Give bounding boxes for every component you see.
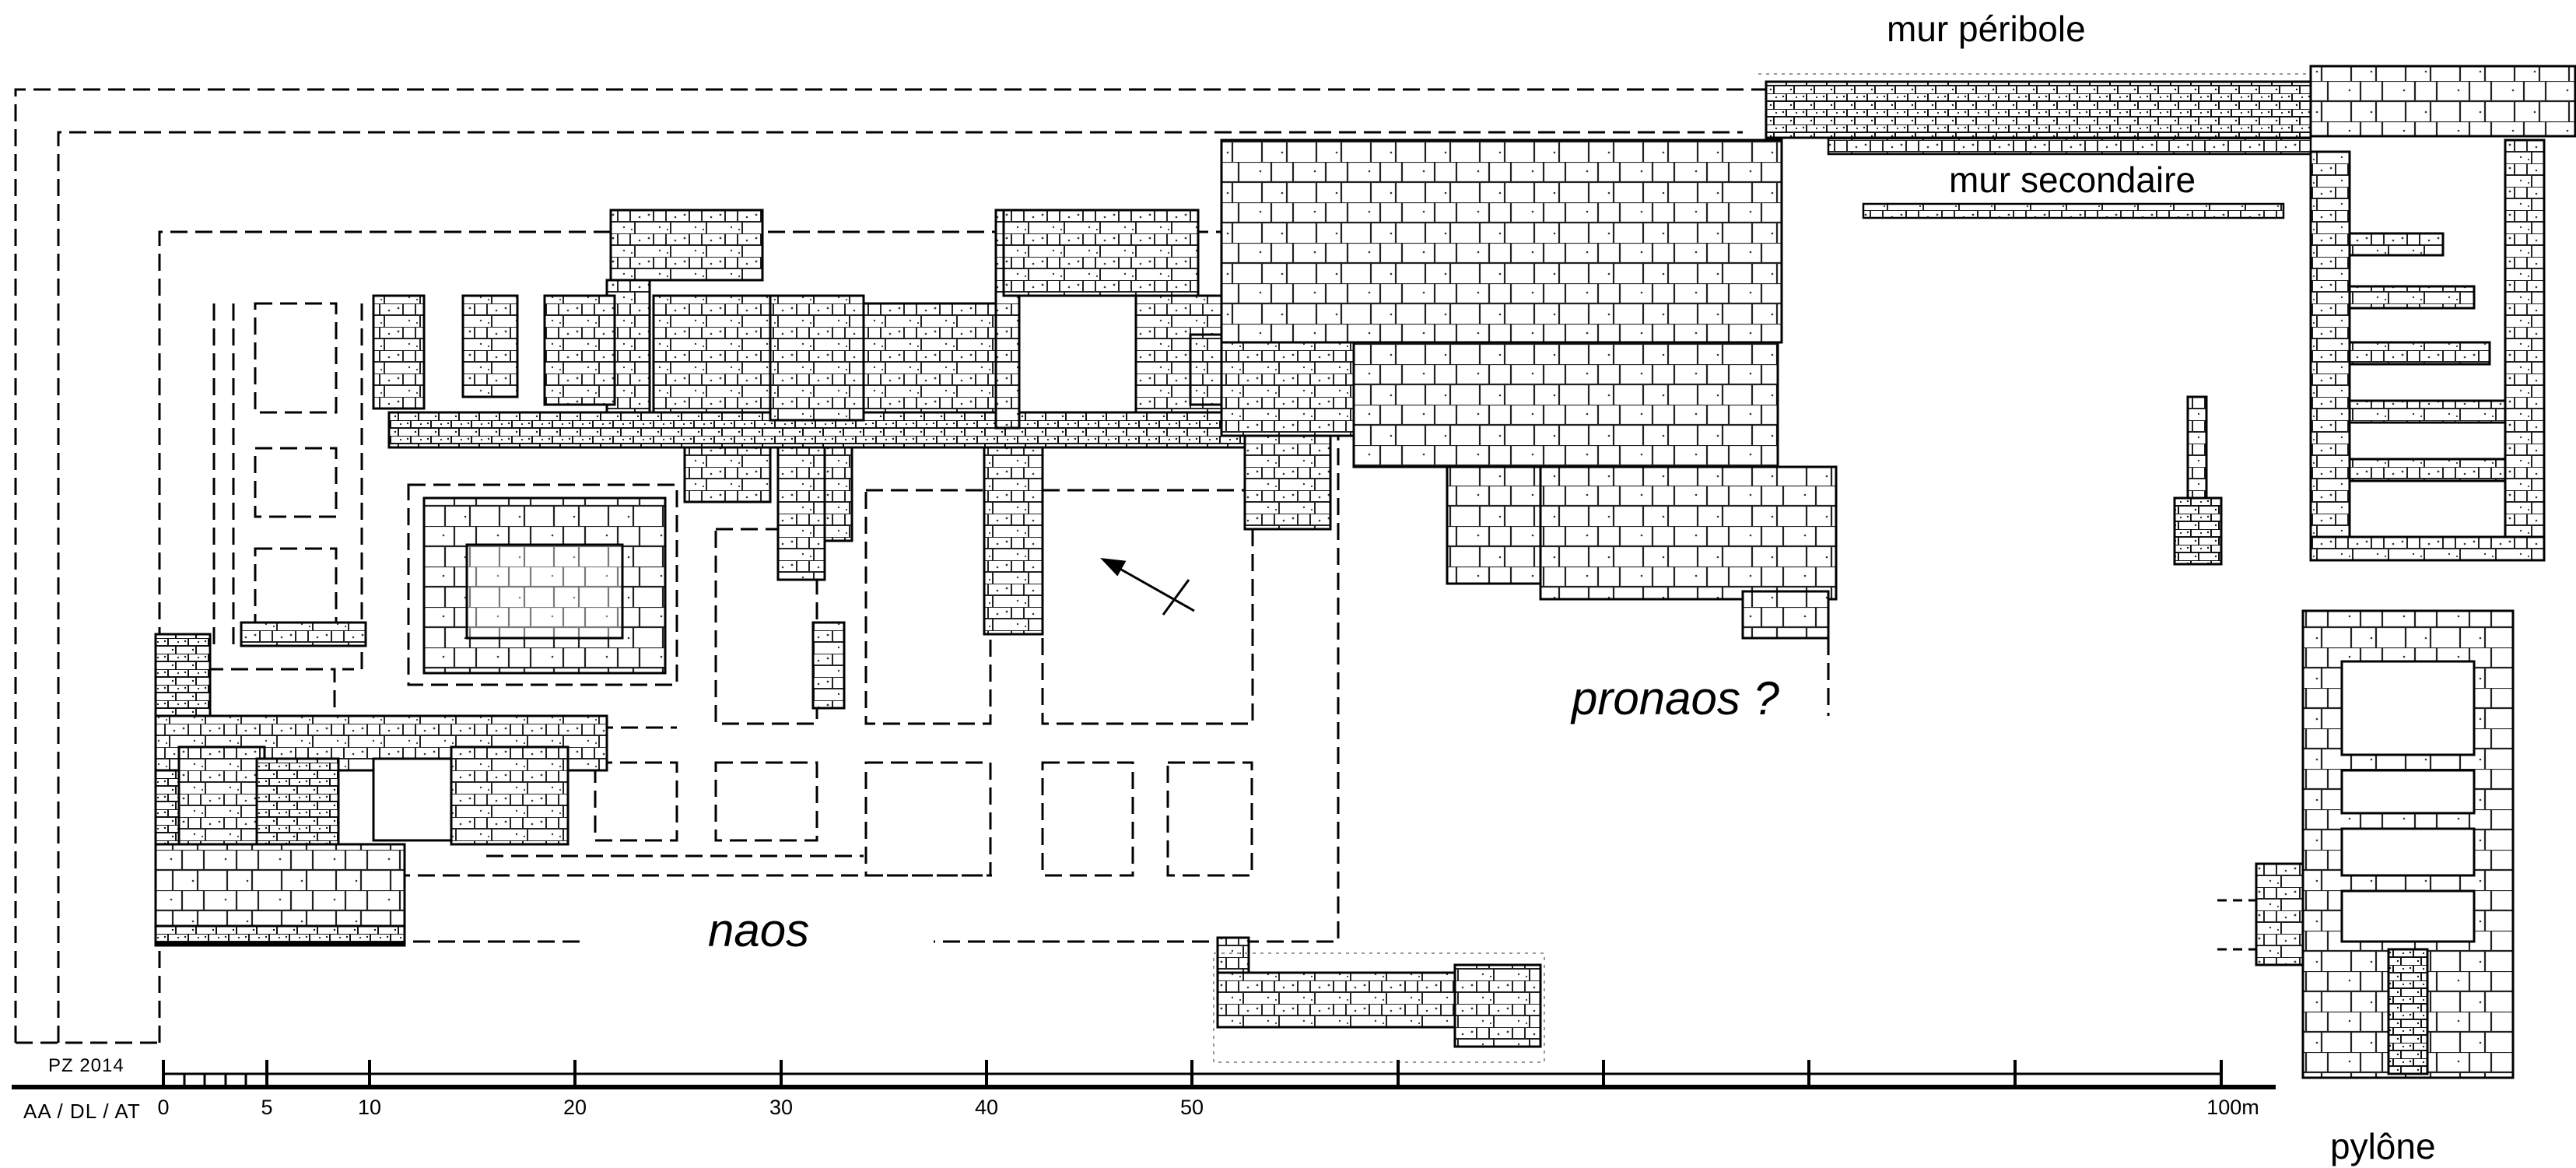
scale-tick-20: 20 [563,1096,587,1119]
pylon-masonry [2217,609,2515,1079]
scale-tick-100m: 100m [2206,1096,2259,1119]
pronaos-masonry [1220,139,1838,640]
scale-tick-30: 30 [769,1096,794,1119]
label-naos: naos [708,904,810,956]
label-pylone: pylône [2330,1126,2436,1166]
scale-tick-0: 0 [157,1096,170,1119]
label-pronaos: pronaos ? [1572,672,1779,724]
credit-authors: AA / DL / AT [23,1100,141,1123]
naos-masonry [240,209,1332,710]
label-mur-peribole: mur péribole [1887,9,2086,49]
north-arrow-icon [1100,558,1195,616]
isolated-block [2173,395,2223,566]
secondary-wall [1827,137,2312,219]
scale-tick-10: 10 [357,1096,382,1119]
credit-year: PZ 2014 [48,1055,124,1076]
peribole-wall [1758,65,2576,139]
scale-bar [12,1060,2276,1089]
scale-tick-50: 50 [1179,1096,1204,1119]
rear-building-masonry [2309,139,2546,562]
scale-tick-40: 40 [974,1096,999,1119]
label-mur-secondaire: mur secondaire [1949,160,2196,200]
scale-tick-5: 5 [261,1096,273,1119]
sanctuary-corner-masonry [154,633,608,947]
lower-fragment-masonry [1213,936,1545,1063]
